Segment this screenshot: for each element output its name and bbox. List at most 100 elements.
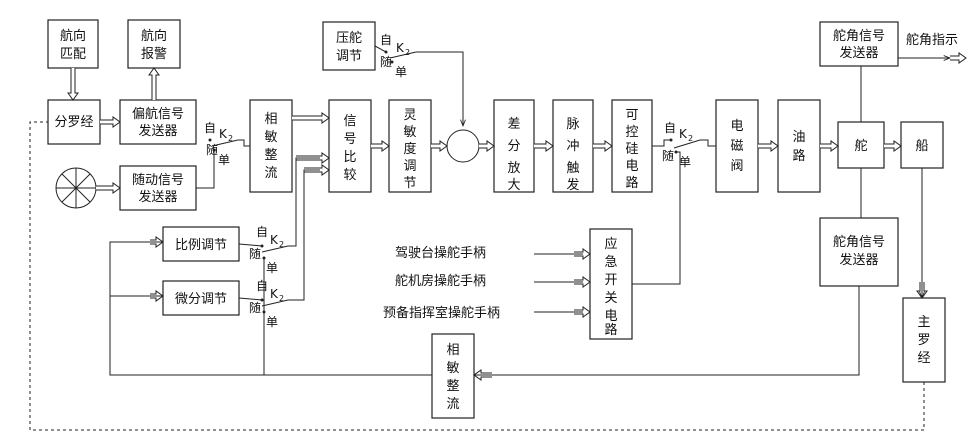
block-pulse-trigger: 脉 冲 触	[552, 99, 594, 193]
svg-text:整: 整	[446, 379, 459, 394]
block-differential: 微分调节	[162, 280, 240, 316]
svg-text:航向: 航向	[60, 28, 86, 44]
pulse-trigger-last-char: 发	[566, 177, 579, 193]
svg-text:脉: 脉	[566, 117, 579, 132]
svg-text:发送器: 发送器	[138, 123, 177, 139]
svg-text:信: 信	[343, 114, 356, 129]
svg-text:自: 自	[256, 279, 268, 293]
arrow-compare-to-sensitivity	[371, 140, 390, 152]
svg-text:号: 号	[343, 132, 356, 147]
block-heading-match: 航向 匹配	[47, 19, 99, 69]
svg-text:调: 调	[403, 159, 416, 174]
svg-text:油: 油	[792, 130, 805, 145]
svg-text:控: 控	[625, 125, 638, 140]
svg-text:随: 随	[249, 246, 261, 261]
svg-text:灵: 灵	[403, 108, 416, 123]
emergency-last-char: 路	[604, 322, 617, 338]
svg-text:敏: 敏	[446, 361, 459, 376]
arrow-junction-to-amp	[479, 140, 495, 152]
svg-text:发送器: 发送器	[839, 252, 878, 268]
svg-text:度: 度	[403, 141, 416, 157]
block-oil-path: 油 路	[777, 99, 821, 193]
svg-text:压舵: 压舵	[336, 31, 362, 46]
rudder-indicator-label: 舵角指示	[906, 33, 958, 48]
svg-text:随: 随	[380, 54, 392, 69]
svg-text:整: 整	[264, 148, 277, 163]
svg-text:发送器: 发送器	[138, 189, 177, 205]
svg-text:随: 随	[249, 300, 261, 315]
svg-text:自: 自	[664, 121, 676, 135]
block-sensitivity-adjust: 灵 敏 度 调 节	[388, 99, 432, 193]
handle-spare-label: 预备指挥室操舵手柄	[383, 305, 500, 321]
svg-text:比: 比	[343, 150, 356, 165]
block-heading-alarm: 航向 报警	[127, 19, 181, 69]
block-rudder-sender-top: 舵角信号 发送器	[819, 21, 899, 67]
svg-text:电: 电	[604, 309, 617, 324]
svg-text:流: 流	[264, 166, 277, 181]
svg-text:敏: 敏	[403, 125, 416, 140]
svg-text:K: K	[270, 233, 279, 247]
svg-text:硅: 硅	[625, 142, 638, 157]
svg-text:舵角信号: 舵角信号	[833, 235, 885, 250]
block-phase-rect-bottom: 相 敏 整 流	[431, 333, 475, 419]
arrow-match-to-gyro	[67, 68, 79, 101]
svg-text:可: 可	[625, 108, 638, 123]
arrow-oil-to-rudder	[820, 140, 839, 152]
svg-text:随: 随	[206, 142, 218, 157]
arrow-rudder-to-ship	[884, 140, 902, 152]
diff-amp-last-char: 大	[507, 178, 520, 193]
svg-text:自: 自	[256, 225, 268, 239]
svg-text:单: 单	[218, 153, 230, 167]
block-phase-rect-top: 相 敏 整 流	[249, 99, 293, 193]
svg-text:放: 放	[507, 161, 520, 176]
svg-text:K: K	[396, 41, 405, 55]
arrow-valve-to-oil	[758, 140, 779, 152]
block-proportional: 比例调节	[162, 226, 240, 262]
connection-lines	[29, 45, 950, 431]
svg-text:阀: 阀	[730, 159, 743, 174]
differential-label: 微分调节	[175, 292, 227, 307]
block-scr-circuit: 可 控 硅 电 路	[611, 99, 653, 193]
proportional-label: 比例调节	[175, 238, 227, 253]
block-master-compass: 主 罗 经	[902, 297, 946, 383]
svg-text:单: 单	[679, 155, 691, 169]
svg-text:随动信号: 随动信号	[132, 173, 184, 188]
block-deviation-sender: 偏航信号 发送器	[119, 99, 197, 145]
svg-text:路: 路	[625, 175, 638, 191]
svg-text:航向: 航向	[141, 28, 167, 44]
helm-wheel-icon	[55, 167, 97, 209]
svg-text:2: 2	[228, 134, 233, 143]
arrow-sender-to-alarm	[148, 67, 160, 100]
svg-text:偏航信号: 偏航信号	[132, 106, 184, 122]
svg-text:罗: 罗	[917, 333, 930, 348]
svg-text:应: 应	[604, 236, 617, 252]
svg-text:急: 急	[604, 255, 617, 270]
svg-text:随: 随	[662, 148, 674, 163]
svg-text:关: 关	[604, 291, 617, 306]
block-rudder-sender-bottom: 舵角信号 发送器	[819, 217, 899, 287]
svg-text:经: 经	[917, 351, 930, 366]
svg-text:节: 节	[403, 176, 416, 191]
svg-text:调节: 调节	[336, 49, 362, 64]
svg-text:2: 2	[688, 134, 693, 143]
arrow-pulse-to-scr	[593, 140, 613, 152]
svg-text:电: 电	[625, 159, 638, 174]
svg-text:单: 单	[266, 315, 278, 329]
svg-text:磁: 磁	[730, 139, 743, 154]
svg-text:分: 分	[507, 139, 520, 154]
svg-text:路: 路	[792, 148, 805, 164]
svg-text:单: 单	[395, 65, 407, 79]
block-ship: 船	[900, 121, 944, 169]
ship-label: 船	[915, 139, 928, 154]
arrow-gyro-to-sender	[100, 116, 121, 128]
svg-text:冲: 冲	[566, 139, 579, 154]
arrow-wheel-to-follow	[96, 182, 121, 194]
summing-junction	[446, 129, 480, 163]
svg-text:差: 差	[507, 117, 520, 132]
handle-bridge-label: 驾驶台操舵手柄	[395, 245, 486, 261]
